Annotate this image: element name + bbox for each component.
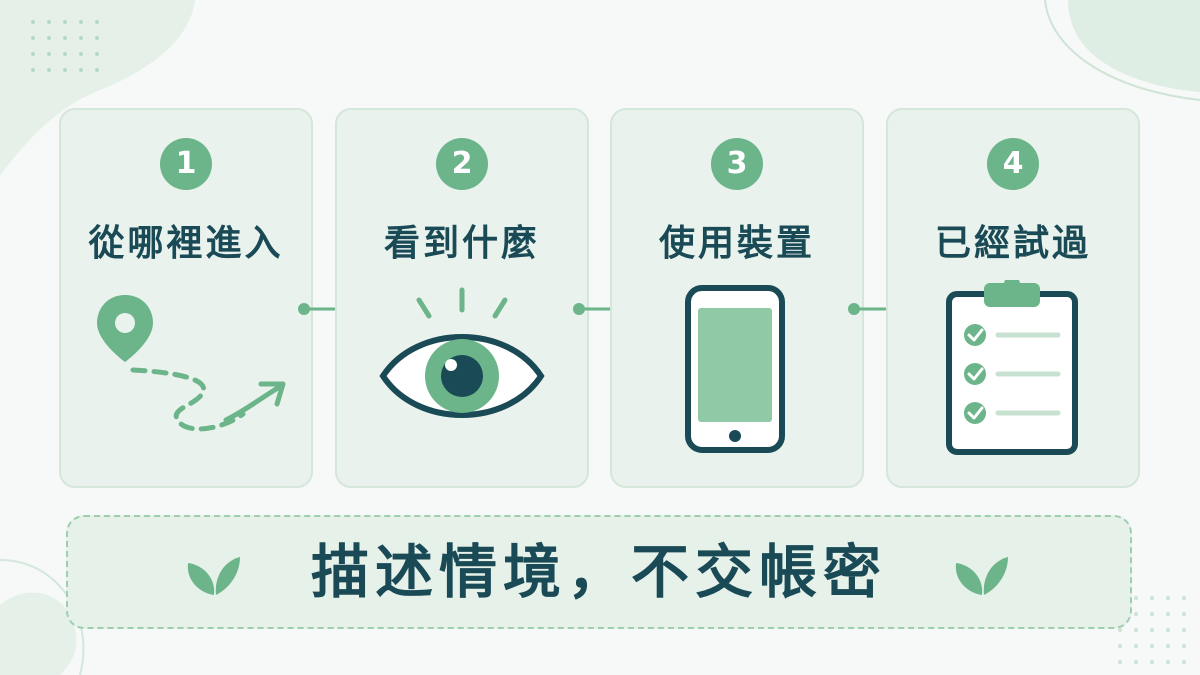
dot-grid-top-left <box>31 20 99 72</box>
step-title: 看到什麼 <box>383 223 540 264</box>
step-number-badge: 3 <box>711 138 763 190</box>
corner-blob-top-left <box>0 0 195 175</box>
step-card-1: 1 從哪裡進入 <box>59 108 313 488</box>
step-title: 已經試過 <box>934 223 1091 264</box>
smartphone-icon <box>685 285 785 453</box>
step-title: 從哪裡進入 <box>88 223 284 264</box>
banner-message: 描述情境，不交帳密 <box>310 538 887 606</box>
checklist-clipboard-icon <box>946 280 1078 455</box>
step-card-2: 2 看到什麼 <box>335 108 589 488</box>
corner-arc-top-right <box>1044 0 1200 101</box>
corner-blob-bottom-left <box>0 592 77 675</box>
step-number-badge: 1 <box>160 138 212 190</box>
leaf-icon <box>955 557 1008 595</box>
eye-icon <box>379 287 545 418</box>
location-pin-path-icon <box>97 295 286 432</box>
corner-blob-top-right <box>1068 0 1200 92</box>
step-number-badge: 4 <box>987 138 1039 190</box>
step-number-badge: 2 <box>436 138 488 190</box>
step-title: 使用裝置 <box>658 223 815 264</box>
step-card-3: 3 使用裝置 <box>610 108 864 488</box>
step-card-4: 4 已經試過 <box>886 108 1140 488</box>
leaf-icon <box>187 557 240 595</box>
key-message-banner: 描述情境，不交帳密 <box>66 515 1132 629</box>
